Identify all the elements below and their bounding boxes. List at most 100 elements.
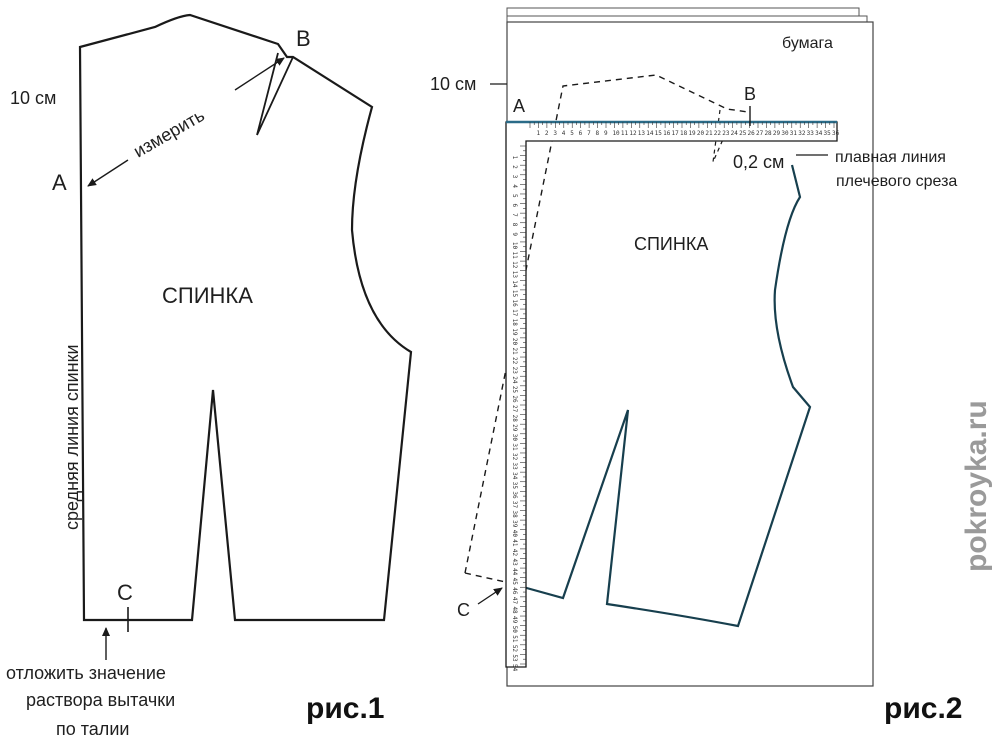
fig2-point-b: B [744,84,756,104]
ruler-number: 25 [511,386,518,394]
ruler-number: 53 [511,654,518,662]
ruler-number: 3 [511,175,518,179]
fig2-point-a: A [513,96,525,116]
fig1-point-c: C [117,580,133,605]
ruler-number: 26 [748,130,756,137]
ruler-number: 46 [511,587,518,595]
ruler-number: 11 [511,252,518,260]
fig2-c-arrow [477,587,503,605]
ruler-number: 3 [553,130,557,137]
fig1-note-line-2: раствора вытачки [26,690,175,710]
fig2-shoulder-line-2: плечевого среза [836,173,957,190]
ruler-number: 14 [511,280,518,288]
figure-1: 10 см A B C измерить СПИНКА средняя лини… [6,13,413,739]
ruler-number: 43 [511,558,518,566]
ruler-number: 15 [655,130,663,137]
ruler-number: 24 [511,376,518,384]
ruler-number: 8 [596,130,600,137]
ruler-number: 20 [511,338,518,346]
ruler-number: 19 [688,130,696,137]
ruler-number: 36 [832,130,840,137]
ruler-number: 45 [511,578,518,586]
fig2-original-outline-dashed [464,74,749,574]
ruler-number: 5 [570,130,574,137]
ruler-number: 30 [511,434,518,442]
ruler-number: 38 [511,511,518,519]
ruler-number: 27 [756,130,764,137]
ruler-number: 29 [773,130,781,137]
ruler-number: 20 [697,130,705,137]
ruler-number: 51 [511,635,518,643]
fig2-offset-label: 0,2 см [733,152,784,172]
ruler-number: 14 [646,130,654,137]
ruler-vertical-scale: 1234567891011121314151617181920212223242… [511,145,526,672]
ruler-number: 48 [511,606,518,614]
ruler-number: 12 [629,130,637,137]
ruler-number: 5 [511,194,518,198]
ruler-number: 34 [511,472,518,480]
ruler-number: 28 [764,130,772,137]
fig1-note-line-3: по талии [56,719,129,739]
fig1-measure-arrow-a [87,159,129,187]
fig2-shoulder-line-1: плавная линия [835,149,946,166]
ruler-number: 33 [807,130,815,137]
ruler-number: 22 [511,357,518,365]
ruler-number: 31 [511,443,518,451]
ruler-number: 9 [511,232,518,236]
fig1-point-a: A [52,170,67,195]
ruler-number: 10 [612,130,620,137]
ruler-number: 13 [511,271,518,279]
ruler-number: 24 [731,130,739,137]
ruler-number: 32 [798,130,806,137]
ruler-number: 21 [511,347,518,355]
ruler-number: 17 [511,309,518,317]
ruler-number: 40 [511,530,518,538]
ruler-number: 29 [511,424,518,432]
ruler-number: 49 [511,616,518,624]
ruler-number: 18 [680,130,688,137]
ruler-number: 50 [511,626,518,634]
ruler-number: 42 [511,549,518,557]
ruler-number: 54 [511,664,518,672]
fig1-center-line-label: средняя линия спинки [62,344,82,530]
ruler-number: 13 [638,130,646,137]
ruler-number: 12 [511,261,518,269]
ruler-number: 4 [511,184,518,188]
fig1-note-line-1: отложить значение [6,663,166,683]
ruler-number: 33 [511,463,518,471]
ruler-number: 47 [511,597,518,605]
ruler-number: 18 [511,319,518,327]
ruler-number: 4 [562,130,566,137]
ruler-number: 35 [511,482,518,490]
paper-label: бумага [782,35,833,52]
ruler-number: 7 [511,213,518,217]
ruler-number: 25 [739,130,747,137]
ruler-number: 27 [511,405,518,413]
ruler-number: 22 [714,130,722,137]
fig2-caption: рис.2 [884,692,962,725]
fig1-caption: рис.1 [306,692,384,725]
ruler-number: 36 [511,491,518,499]
ruler-number: 26 [511,395,518,403]
fig2-label-10cm: 10 см [430,74,476,94]
ruler-number: 39 [511,520,518,528]
fig1-label-10cm: 10 см [10,88,56,108]
ruler-number: 15 [511,290,518,298]
ruler-number: 35 [824,130,832,137]
ruler-number: 9 [604,130,608,137]
fig2-waist-dashed [464,572,511,584]
ruler-number: 1 [536,130,540,137]
ruler-number: 7 [587,130,591,137]
fig1-shoulder-dart [256,52,294,136]
ruler-number: 6 [511,204,518,208]
fig1-measure-arrow-b [234,57,285,91]
fig2-piece-label: СПИНКА [634,234,708,254]
ruler-number: 16 [663,130,671,137]
ruler-number: 6 [579,130,583,137]
ruler-number: 32 [511,453,518,461]
ruler-number: 37 [511,501,518,509]
ruler-number: 11 [621,130,629,137]
